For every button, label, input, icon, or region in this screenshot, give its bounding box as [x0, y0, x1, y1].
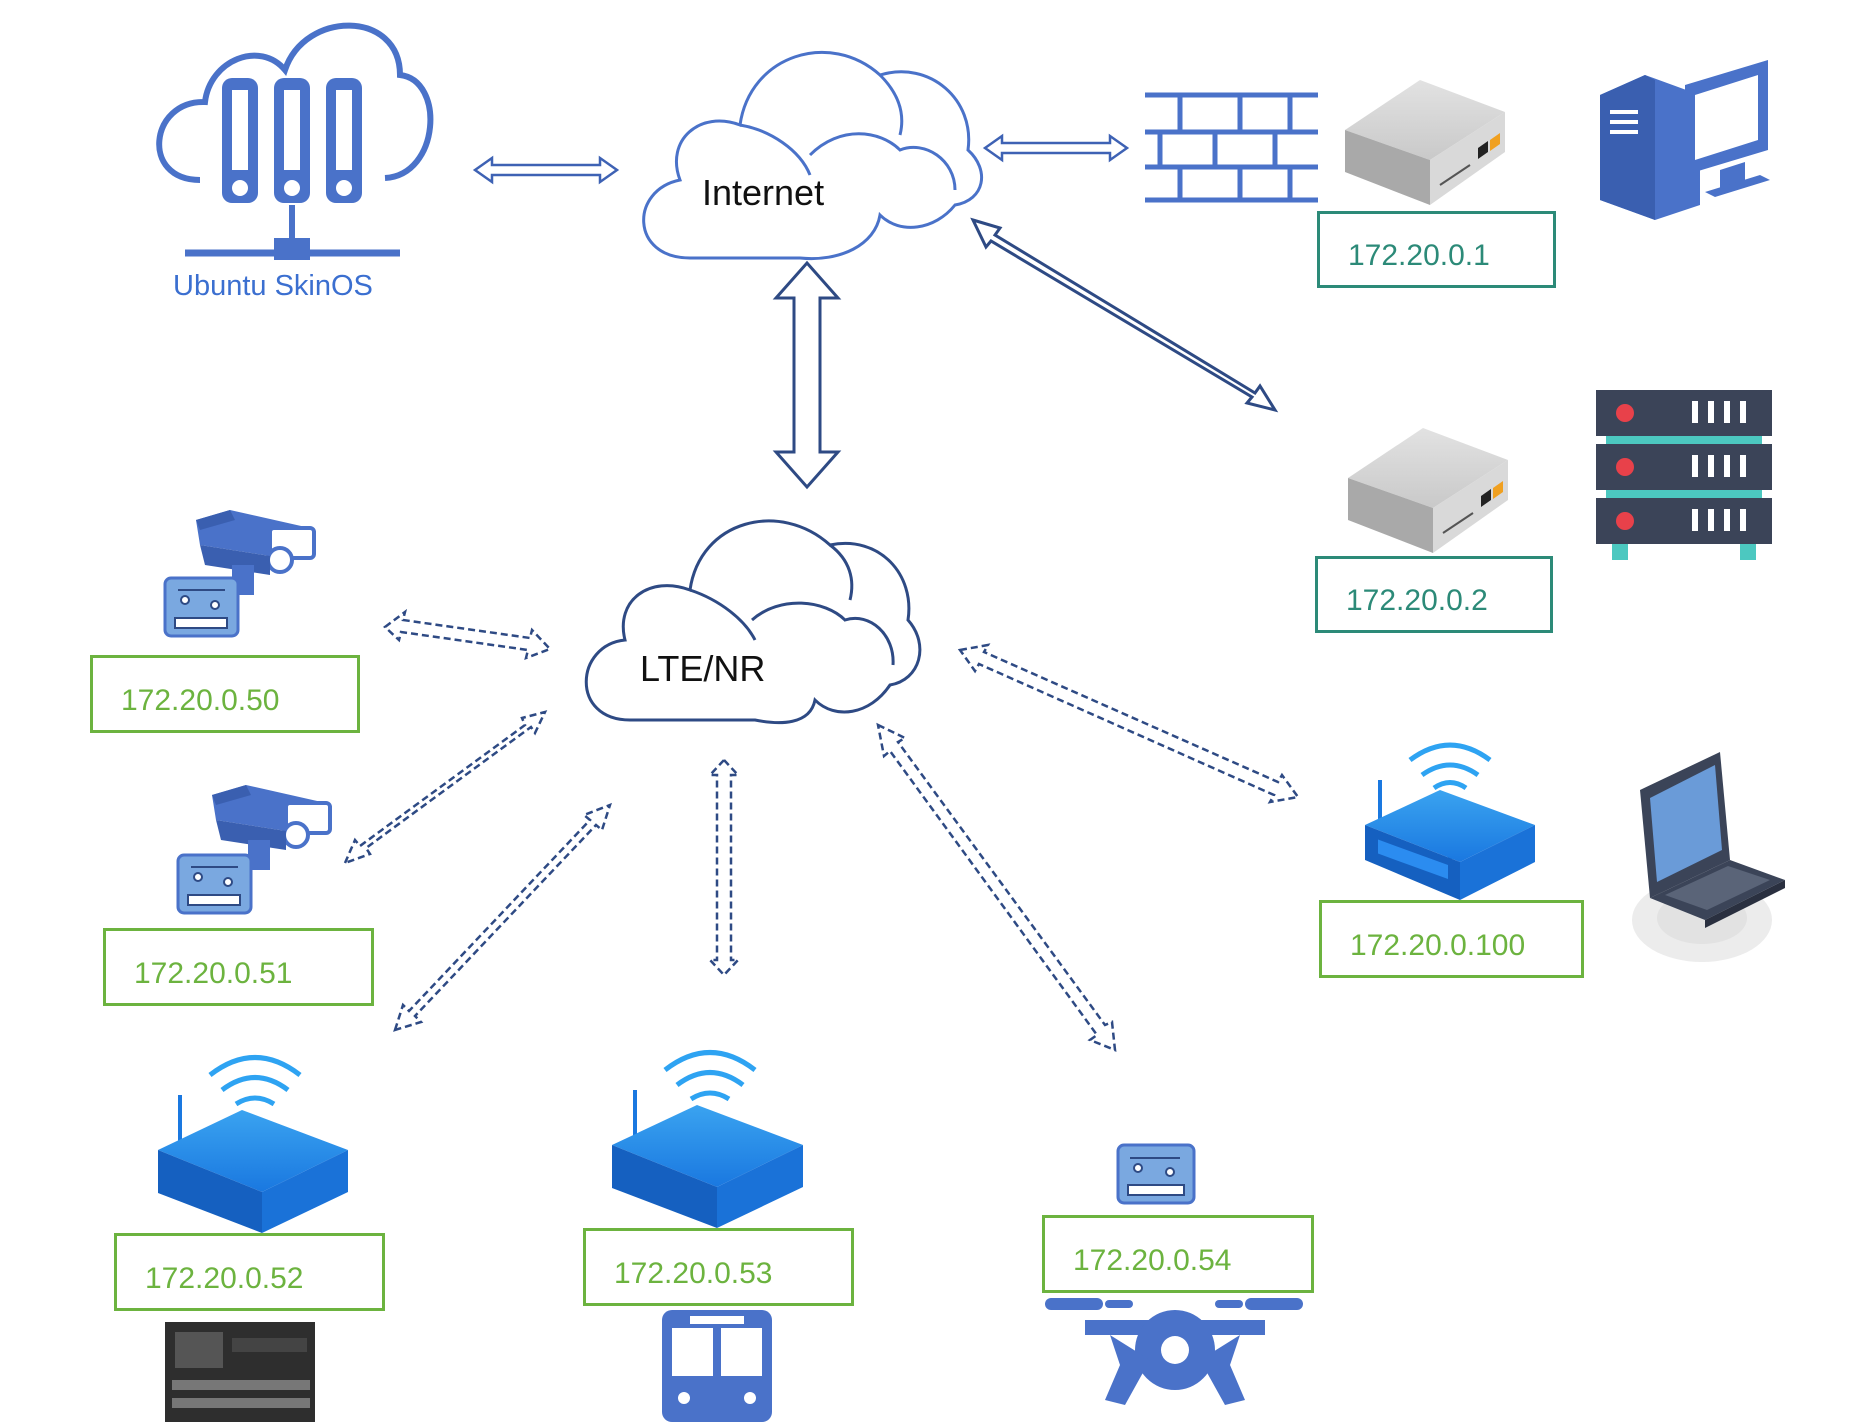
ip-label: 172.20.0.100 [1350, 929, 1526, 962]
circuit-module-icon [163, 576, 240, 638]
wifi-router-icon-2 [158, 1055, 348, 1233]
wifi-router-icon [1365, 742, 1535, 900]
ip-label: 172.20.0.53 [614, 1257, 773, 1290]
security-camera-icon-2 [212, 785, 332, 870]
link-internet-firewall [982, 133, 1130, 163]
bus-icon [662, 1310, 772, 1422]
ip-label: 172.20.0.52 [145, 1262, 304, 1295]
ip-box-camera-2: 172.20.0.51 [103, 928, 374, 1006]
link-lte-router1 [393, 802, 612, 1032]
server-label: Ubuntu SkinOS [173, 270, 373, 302]
ip-label: 172.20.0.51 [134, 957, 293, 990]
desktop-computer-icon [1600, 60, 1770, 220]
internet-cloud [642, 50, 984, 261]
ip-box-gateway-1: 172.20.0.1 [1317, 211, 1556, 288]
server-rack-icon [1596, 390, 1772, 560]
ip-label: 172.20.0.50 [121, 684, 280, 717]
link-server-internet [472, 155, 620, 185]
link-lte-router-laptop [957, 643, 1301, 804]
lte-nr-cloud [584, 519, 922, 725]
ip-box-camera-1: 172.20.0.50 [90, 655, 360, 733]
ip-box-router-bus: 172.20.0.53 [583, 1228, 854, 1306]
link-internet-lte [772, 260, 842, 490]
drone-icon [1045, 1298, 1303, 1405]
security-camera-icon [196, 510, 316, 595]
internet-cloud-label: Internet [702, 172, 825, 213]
ip-box-router-plc: 172.20.0.52 [114, 1233, 385, 1311]
circuit-module-icon-2 [176, 853, 253, 915]
link-lte-cam2 [342, 710, 548, 866]
plc-controller-icon [165, 1322, 315, 1422]
ip-box-drone: 172.20.0.54 [1042, 1215, 1314, 1293]
link-lte-drone [876, 722, 1117, 1052]
lte-cloud-label: LTE/NR [640, 648, 766, 689]
firewall-icon [1145, 92, 1318, 203]
circuit-module-icon-3 [1116, 1143, 1196, 1205]
link-lte-cam1 [383, 608, 553, 661]
laptop-icon [1632, 752, 1785, 962]
link-internet-gateway2 [970, 217, 1279, 413]
ip-label: 172.20.0.2 [1346, 584, 1488, 617]
ip-box-gateway-2: 172.20.0.2 [1315, 556, 1553, 633]
wifi-router-icon-3 [612, 1050, 803, 1228]
server-cloud-icon [156, 22, 434, 260]
ip-box-router-laptop: 172.20.0.100 [1319, 900, 1584, 978]
link-lte-router2 [707, 758, 741, 977]
ip-label: 172.20.0.54 [1073, 1244, 1232, 1277]
dashed-links [342, 608, 1301, 1052]
ip-label: 172.20.0.1 [1348, 239, 1490, 272]
